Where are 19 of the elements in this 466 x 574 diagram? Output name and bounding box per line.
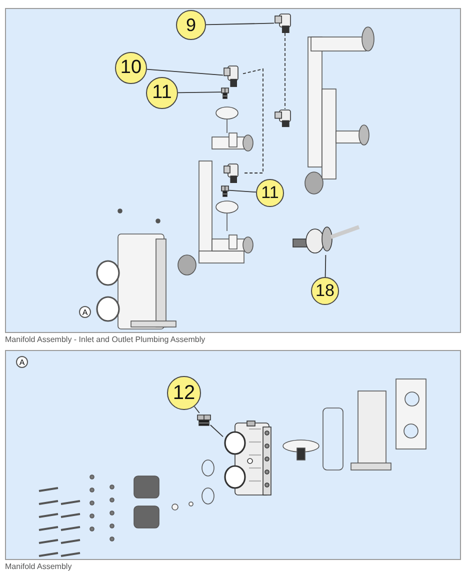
panel-caption: Manifold Assembly [5, 562, 72, 571]
leader-line [178, 92, 222, 94]
leader-line [228, 190, 256, 193]
callout-number: 10 [115, 52, 147, 84]
callout-number: 11 [146, 77, 178, 109]
callout-number: 12 [167, 376, 201, 410]
callout-number: 11 [256, 179, 284, 207]
callout-number: 18 [311, 277, 339, 305]
dashed-line [242, 68, 264, 174]
leader-line [194, 406, 200, 414]
dashed-line [284, 32, 286, 110]
panel-caption: Manifold Assembly - Inlet and Outlet Plumbing Assembly [5, 335, 206, 344]
leader-line [210, 424, 224, 438]
leader-line [324, 254, 326, 278]
leader-line [146, 68, 224, 76]
view-marker: A [16, 356, 28, 368]
leader-line [206, 22, 274, 26]
view-marker: A [79, 306, 91, 318]
callout-number: 9 [176, 10, 206, 40]
